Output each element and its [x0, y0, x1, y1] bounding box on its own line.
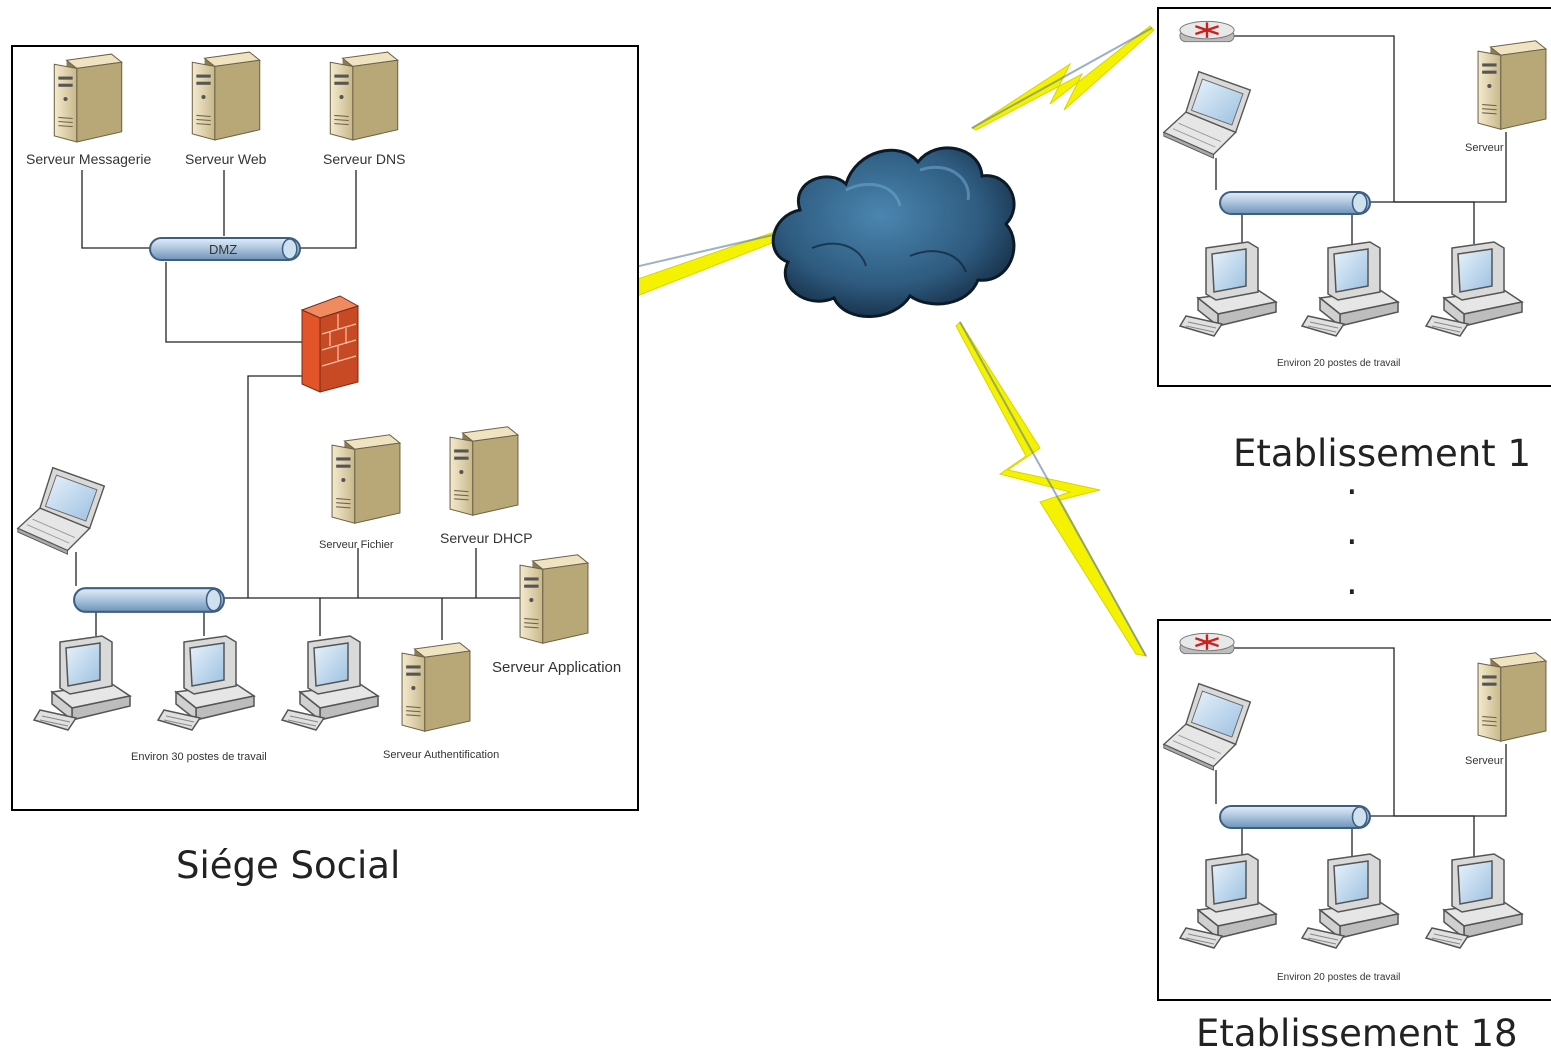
firewall-icon	[300, 295, 360, 393]
label-hq-workstations: Environ 30 postes de travail	[131, 751, 267, 763]
dns-server-icon	[329, 51, 399, 141]
app-server-icon	[519, 554, 589, 644]
web-server-icon	[191, 51, 261, 141]
branch-1-site: Serveur Environ 20 postes de travail	[1157, 7, 1551, 387]
label-branch-18-server: Serveur	[1465, 755, 1504, 767]
hq-site: Serveur Messagerie Serveur Web Serveur D…	[11, 45, 639, 811]
label-file-server: Serveur Fichier	[319, 539, 394, 551]
dmz-wiring	[75, 170, 520, 640]
label-branch-18-workstations: Environ 20 postes de travail	[1277, 972, 1400, 983]
hq-lan-bus	[72, 587, 226, 613]
internet-cloud-icon	[771, 146, 1016, 318]
ellipsis-dot: .	[1346, 510, 1358, 553]
label-branch-1-server: Serveur	[1465, 142, 1504, 154]
caption-hq: Siége Social	[176, 844, 400, 887]
caption-branch-18: Etablissement 18	[1196, 1012, 1518, 1055]
label-dhcp-server: Serveur DHCP	[440, 530, 533, 546]
label-dns-server: Serveur DNS	[323, 151, 405, 167]
label-mail-server: Serveur Messagerie	[26, 151, 151, 167]
caption-branch-1: Etablissement 1	[1233, 432, 1531, 475]
ellipsis-dot: .	[1346, 460, 1358, 503]
label-dmz: DMZ	[209, 242, 237, 257]
branch-18-lan-bus	[1219, 804, 1371, 830]
label-branch-1-workstations: Environ 20 postes de travail	[1277, 358, 1400, 369]
branch-18-router-icon	[1178, 632, 1236, 655]
branch-1-server-icon	[1477, 40, 1547, 130]
branch-18-server-icon	[1477, 652, 1547, 742]
branch-1-router-icon	[1178, 20, 1236, 43]
dhcp-server-icon	[449, 426, 519, 516]
auth-server-icon	[401, 642, 471, 732]
branch-18-site: Serveur Environ 20 postes de travail	[1157, 619, 1551, 1001]
ellipsis-dot: .	[1346, 560, 1358, 603]
label-auth-server: Serveur Authentification	[383, 749, 499, 761]
branch-1-lan-bus	[1219, 190, 1371, 216]
label-web-server: Serveur Web	[185, 151, 267, 167]
file-server-icon	[331, 434, 401, 524]
mail-server-icon	[53, 53, 123, 143]
label-app-server: Serveur Application	[492, 659, 621, 676]
